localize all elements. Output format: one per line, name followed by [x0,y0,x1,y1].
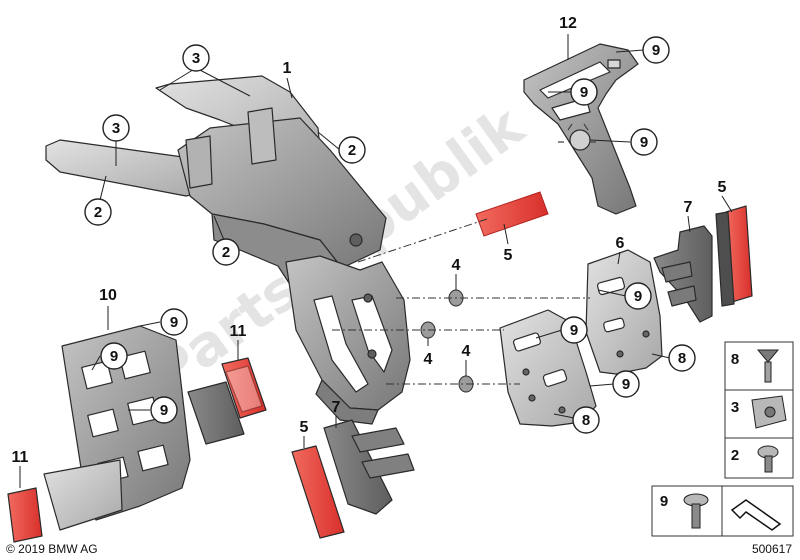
svg-text:2: 2 [94,204,102,221]
reflector-holder-right [653,225,713,323]
torx-screw-icon [757,445,779,473]
svg-text:3: 3 [112,120,120,137]
callout-3-left: 3 [102,114,130,142]
svg-text:8: 8 [731,351,739,368]
svg-text:9: 9 [570,322,578,339]
nut-group [420,289,474,393]
license-plate-carrier-bracket [45,75,411,425]
svg-text:3: 3 [192,50,200,67]
reflector-holder-lower [323,419,415,515]
svg-text:9: 9 [660,493,668,510]
kit-arrow-icon [730,499,782,531]
reflector-lower-left [7,487,43,543]
callout-9-e: 9 [560,316,588,344]
expanding-rivet-icon [756,349,780,383]
callout-6: 6 [616,235,625,252]
callout-3-top: 3 [182,44,210,72]
flange-screw-icon [683,493,709,529]
callout-9-a: 9 [642,36,670,64]
callout-5-right: 5 [718,179,727,196]
mounting-plate-upper [585,249,663,375]
legend-item-9: 9 [660,493,709,529]
svg-text:8: 8 [678,350,686,367]
callout-9-i: 9 [150,396,178,424]
svg-text:9: 9 [622,376,630,393]
callout-5-lower: 5 [300,419,309,436]
diagram-number: 500617 [752,542,792,556]
svg-text:9: 9 [634,288,642,305]
callout-12: 12 [559,15,577,32]
svg-text:9: 9 [640,134,648,151]
svg-text:2: 2 [731,447,739,464]
callout-9-g: 9 [160,308,188,336]
callout-4-b: 4 [424,351,433,368]
svg-text:8: 8 [582,412,590,429]
reflector-holder-left [187,357,267,445]
callout-2-bottom: 2 [212,238,240,266]
callout-7-lower: 7 [332,399,341,416]
callout-10: 10 [99,287,117,304]
speed-nut-icon [751,395,787,429]
legend-item-8: 8 [731,349,780,383]
legend-item-2: 2 [731,445,779,473]
callout-11-center: 11 [230,323,247,340]
svg-text:9: 9 [110,348,118,365]
callout-9-h: 9 [100,342,128,370]
copyright-text: © 2019 BMW AG [6,542,98,556]
svg-text:9: 9 [160,402,168,419]
legend-item-3: 3 [731,395,787,429]
callout-9-b: 9 [570,78,598,106]
callout-8-b: 8 [572,406,600,434]
assembly-lines [332,217,590,385]
callout-5-center: 5 [504,247,513,264]
license-plate-holder-upper [523,43,639,215]
svg-text:9: 9 [652,42,660,59]
callout-11-left: 11 [12,449,29,466]
svg-text:2: 2 [348,142,356,159]
license-plate-holder-left [43,325,191,531]
callout-4-a: 4 [452,257,461,274]
callout-7-right: 7 [684,199,693,216]
leader-lines [19,34,733,488]
svg-text:9: 9 [170,314,178,331]
callout-8-a: 8 [668,344,696,372]
reflector-center [475,191,549,237]
callout-9-d: 9 [624,282,652,310]
reflector-lower-center [291,445,345,539]
callout-2-left: 2 [84,198,112,226]
svg-text:2: 2 [222,244,230,261]
callout-9-f: 9 [612,370,640,398]
fastener-legend [651,341,794,537]
svg-text:9: 9 [580,84,588,101]
callout-2-right: 2 [338,136,366,164]
reflector-right [715,205,753,307]
svg-text:3: 3 [731,399,739,416]
callout-1: 1 [283,60,292,77]
callout-4-c: 4 [462,343,471,360]
callout-9-c: 9 [630,128,658,156]
